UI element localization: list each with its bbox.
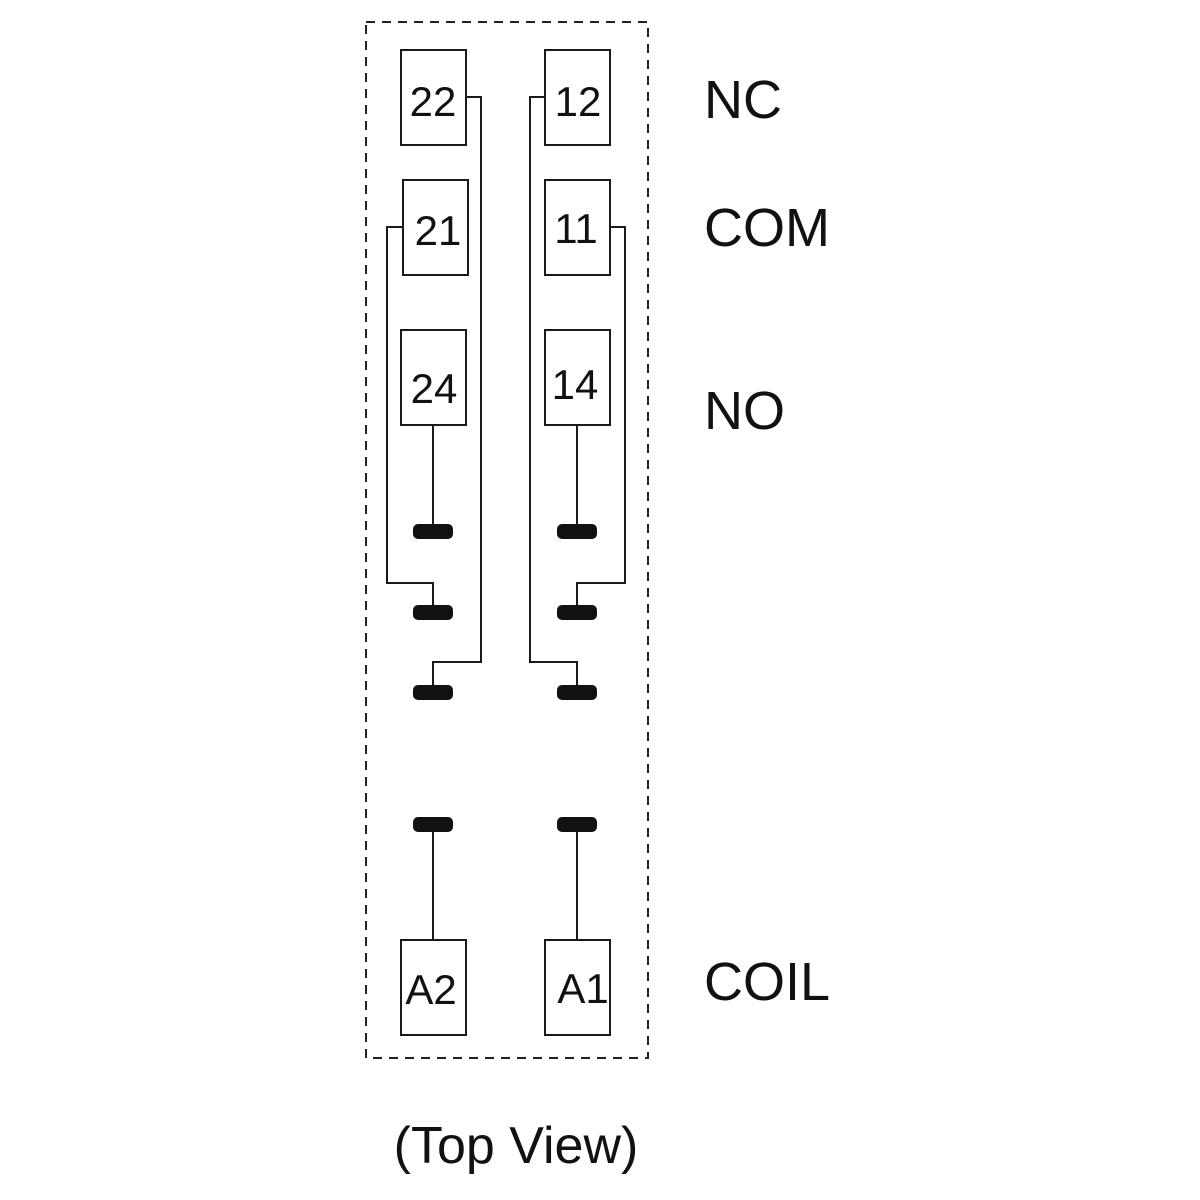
terminal-14-label: 14: [552, 361, 599, 408]
row-label-com: COM: [704, 198, 830, 258]
terminal-a2-label: A2: [405, 966, 456, 1013]
contact-pad: [557, 685, 597, 700]
contact-pad: [557, 605, 597, 620]
wire-21-com: [386, 226, 434, 610]
wire-11-com: [576, 226, 626, 610]
terminal-24: 24: [400, 329, 467, 426]
terminal-a2: A2: [400, 939, 467, 1036]
contact-pad: [413, 524, 453, 539]
relay-outline: [365, 21, 649, 1059]
contact-pad: [413, 685, 453, 700]
row-label-coil: COIL: [704, 952, 830, 1012]
coil-pad: [557, 817, 597, 832]
view-caption: (Top View): [394, 1117, 639, 1175]
wire-12-nc: [529, 96, 578, 690]
contact-pad: [557, 524, 597, 539]
terminal-24-label: 24: [411, 365, 458, 412]
terminal-a1: A1: [544, 939, 611, 1036]
terminal-21-label: 21: [415, 207, 462, 254]
contact-pad: [413, 605, 453, 620]
coil-pad: [413, 817, 453, 832]
terminal-22-label: 22: [410, 78, 457, 125]
wire-22-nc: [432, 96, 482, 690]
row-label-nc: NC: [704, 70, 782, 130]
terminal-21: 21: [402, 179, 469, 276]
row-label-no: NO: [704, 381, 785, 441]
terminal-a1-label: A1: [557, 965, 608, 1012]
terminal-12: 12: [544, 49, 611, 146]
terminal-22: 22: [400, 49, 467, 146]
terminal-11-label: 11: [554, 205, 598, 252]
terminal-11: 11: [544, 179, 611, 276]
terminal-12-label: 12: [555, 78, 602, 125]
terminal-14: 14: [544, 329, 611, 426]
